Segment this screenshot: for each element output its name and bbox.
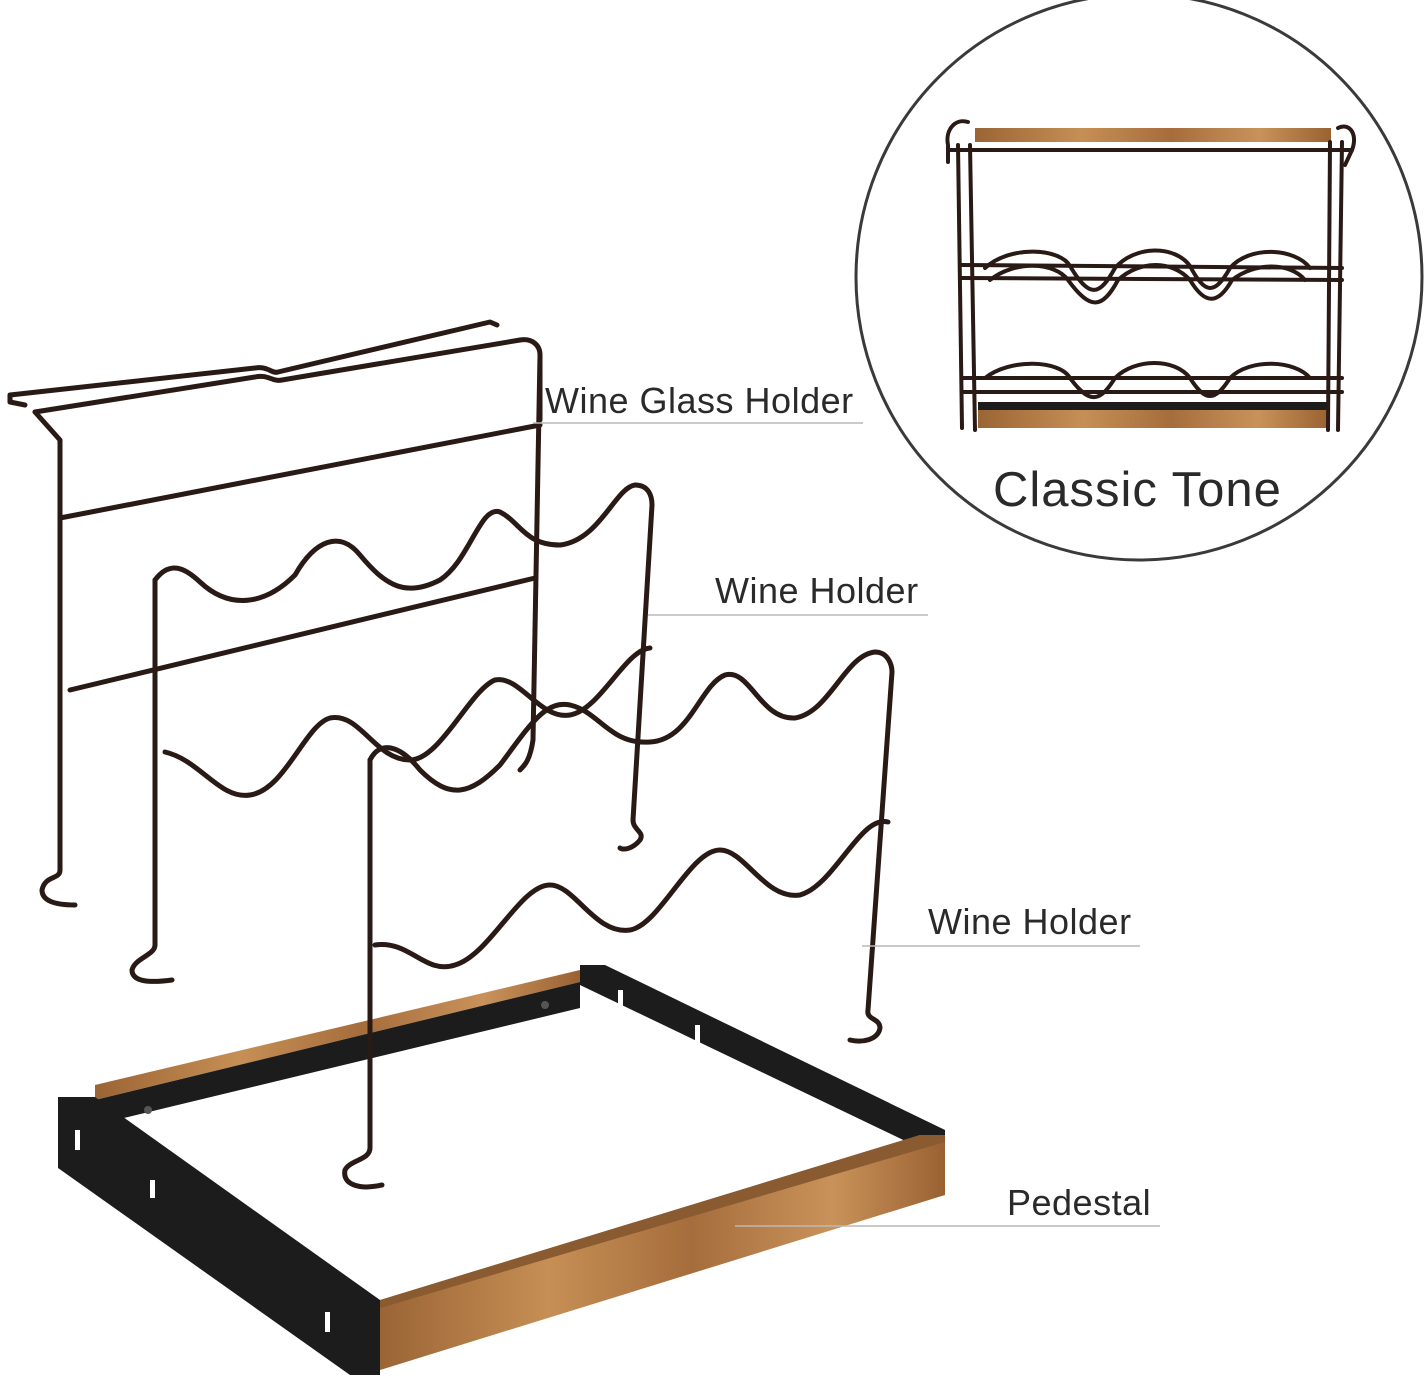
pedestal-right-rail: [580, 965, 945, 1148]
pedestal-front-board: [380, 1135, 945, 1370]
pedestal-back-bar: [95, 982, 580, 1125]
pedestal-back-board: [95, 970, 580, 1100]
inset-bottom-wood: [978, 410, 1328, 428]
label-wine-holder-top: Wine Holder: [715, 570, 919, 611]
inset-title: Classic Tone: [993, 463, 1282, 517]
wine-holder-front-part: [342, 649, 895, 1190]
inset-top-wood: [975, 128, 1331, 142]
pedestal-slot: [695, 1025, 700, 1043]
pedestal-screw: [144, 1106, 152, 1114]
pedestal-slot: [150, 1180, 155, 1198]
label-pedestal: Pedestal: [1007, 1182, 1152, 1223]
wine-glass-holder-part: [7, 319, 543, 908]
pedestal-front-edge: [380, 1135, 945, 1308]
pedestal-slot: [325, 1312, 330, 1332]
pedestal-slot: [75, 1130, 80, 1150]
label-wine-glass-holder: Wine Glass Holder: [545, 380, 854, 421]
pedestal-part: [58, 965, 945, 1375]
label-wine-holder-bottom: Wine Holder: [928, 901, 1132, 942]
inset-circle: [854, 0, 1424, 562]
pedestal-left-rail: [58, 1097, 380, 1375]
wine-holder-middle-part: [129, 482, 655, 984]
pedestal-slot: [618, 990, 623, 1008]
pedestal-screw: [541, 1001, 549, 1009]
leader-lines: [533, 422, 1160, 1227]
